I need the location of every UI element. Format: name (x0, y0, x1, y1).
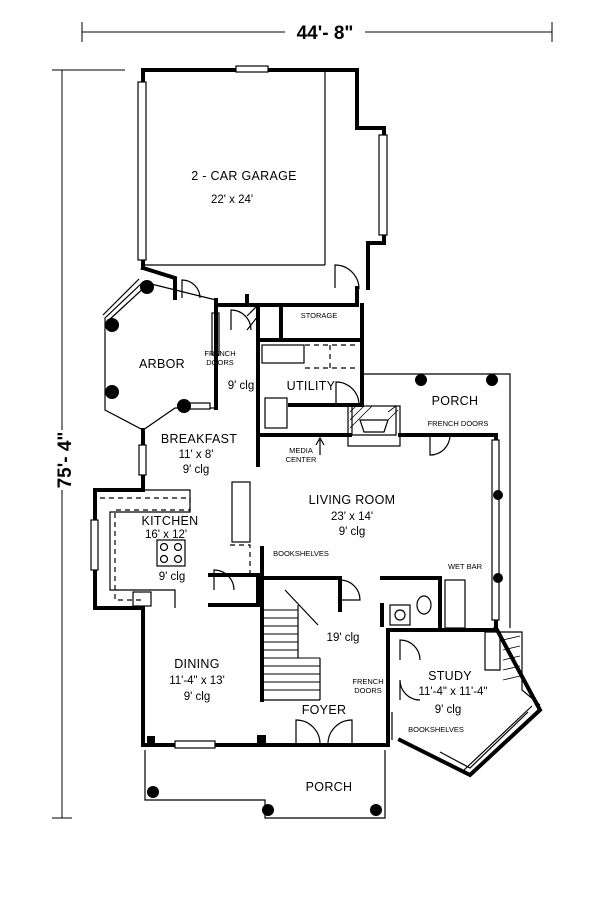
kitchen-ceiling: 9' clg (159, 571, 186, 583)
bookshelves-stair-label: BOOKSHELVES (273, 549, 329, 558)
study-ceiling: 9' clg (435, 704, 462, 716)
french-doors-arbor-line1: FRENCH (204, 349, 235, 358)
utility-label: UTILITY (287, 379, 336, 393)
dimension-lines (52, 22, 553, 819)
storage-label: STORAGE (301, 311, 338, 320)
french-doors-arbor-line2: DOORS (206, 358, 234, 367)
french-doors-study-line2: DOORS (354, 686, 382, 695)
overall-width-label: 44'- 8" (297, 23, 354, 44)
study-label: STUDY (428, 669, 472, 683)
breakfast-ceiling: 9' clg (183, 464, 210, 476)
french-doors-study-line1: FRENCH (352, 677, 383, 686)
front-doors (295, 719, 353, 746)
arbor-post (105, 318, 119, 332)
arbor-post (140, 280, 154, 294)
wet-bar-label: WET BAR (448, 562, 483, 571)
kitchen-size: 16' x 12' (145, 529, 187, 541)
dining-ceiling: 9' clg (184, 691, 211, 703)
study (391, 631, 541, 769)
arbor-post (105, 385, 119, 399)
front-porch-label: PORCH (306, 780, 353, 794)
main-house-walls (90, 298, 543, 778)
dining-label: DINING (174, 657, 220, 671)
media-center-line1: MEDIA (289, 446, 313, 455)
media-center-line2: CENTER (286, 455, 317, 464)
kitchen (100, 489, 191, 608)
living-room-ceiling: 9' clg (339, 526, 366, 538)
living-room-label: LIVING ROOM (309, 493, 396, 507)
foyer-ceiling: 19' clg (327, 632, 360, 644)
study-size: 11'-4" x 11'-4" (418, 686, 487, 698)
living-room-size: 23' x 14' (331, 511, 373, 523)
rear-porch-label: PORCH (432, 394, 479, 408)
arbor-label: ARBOR (139, 357, 185, 371)
overall-depth-label: 75'- 4" (55, 432, 76, 489)
french-doors-porch-label: FRENCH DOORS (428, 419, 489, 428)
breakfast-size: 11' x 8' (179, 449, 214, 461)
dining-size: 11'-4" x 13' (169, 675, 225, 687)
stair-hall (208, 481, 361, 702)
storage-utility-walls (214, 303, 364, 437)
fireplace (315, 405, 401, 455)
bookshelves-study-label: BOOKSHELVES (408, 725, 464, 734)
arbor-post (177, 399, 191, 413)
front-porch (144, 750, 386, 819)
rear-porch (362, 373, 511, 628)
garage-size: 22' x 24' (211, 194, 253, 206)
utility-ceiling-note: 9' clg (228, 380, 255, 392)
kitchen-label: KITCHEN (142, 514, 199, 528)
breakfast-label: BREAKFAST (161, 432, 237, 446)
arbor (102, 278, 220, 431)
wet-bar-area (380, 576, 466, 630)
garage-label: 2 - CAR GARAGE (191, 169, 297, 183)
foyer-label: FOYER (302, 703, 347, 717)
garage-walls (137, 65, 388, 307)
